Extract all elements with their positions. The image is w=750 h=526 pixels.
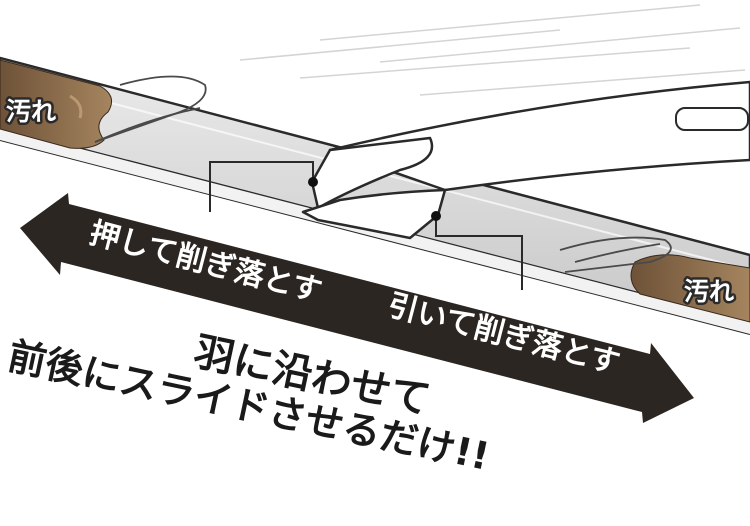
contact-point-pull <box>431 211 441 221</box>
dirt-right <box>630 254 750 323</box>
contact-point-push <box>308 177 318 187</box>
ghost-brush-right <box>559 236 672 273</box>
dirt-label-left: 汚れ <box>6 97 56 126</box>
bracket-pull <box>435 216 523 290</box>
cleaning-tool <box>301 80 750 240</box>
dirt-left <box>0 59 113 149</box>
motion-lines <box>239 4 746 96</box>
ghost-brush-left <box>94 75 207 143</box>
double-arrow <box>20 193 694 423</box>
dirt-label-right: 汚れ <box>684 277 734 306</box>
bracket-push <box>209 161 314 212</box>
